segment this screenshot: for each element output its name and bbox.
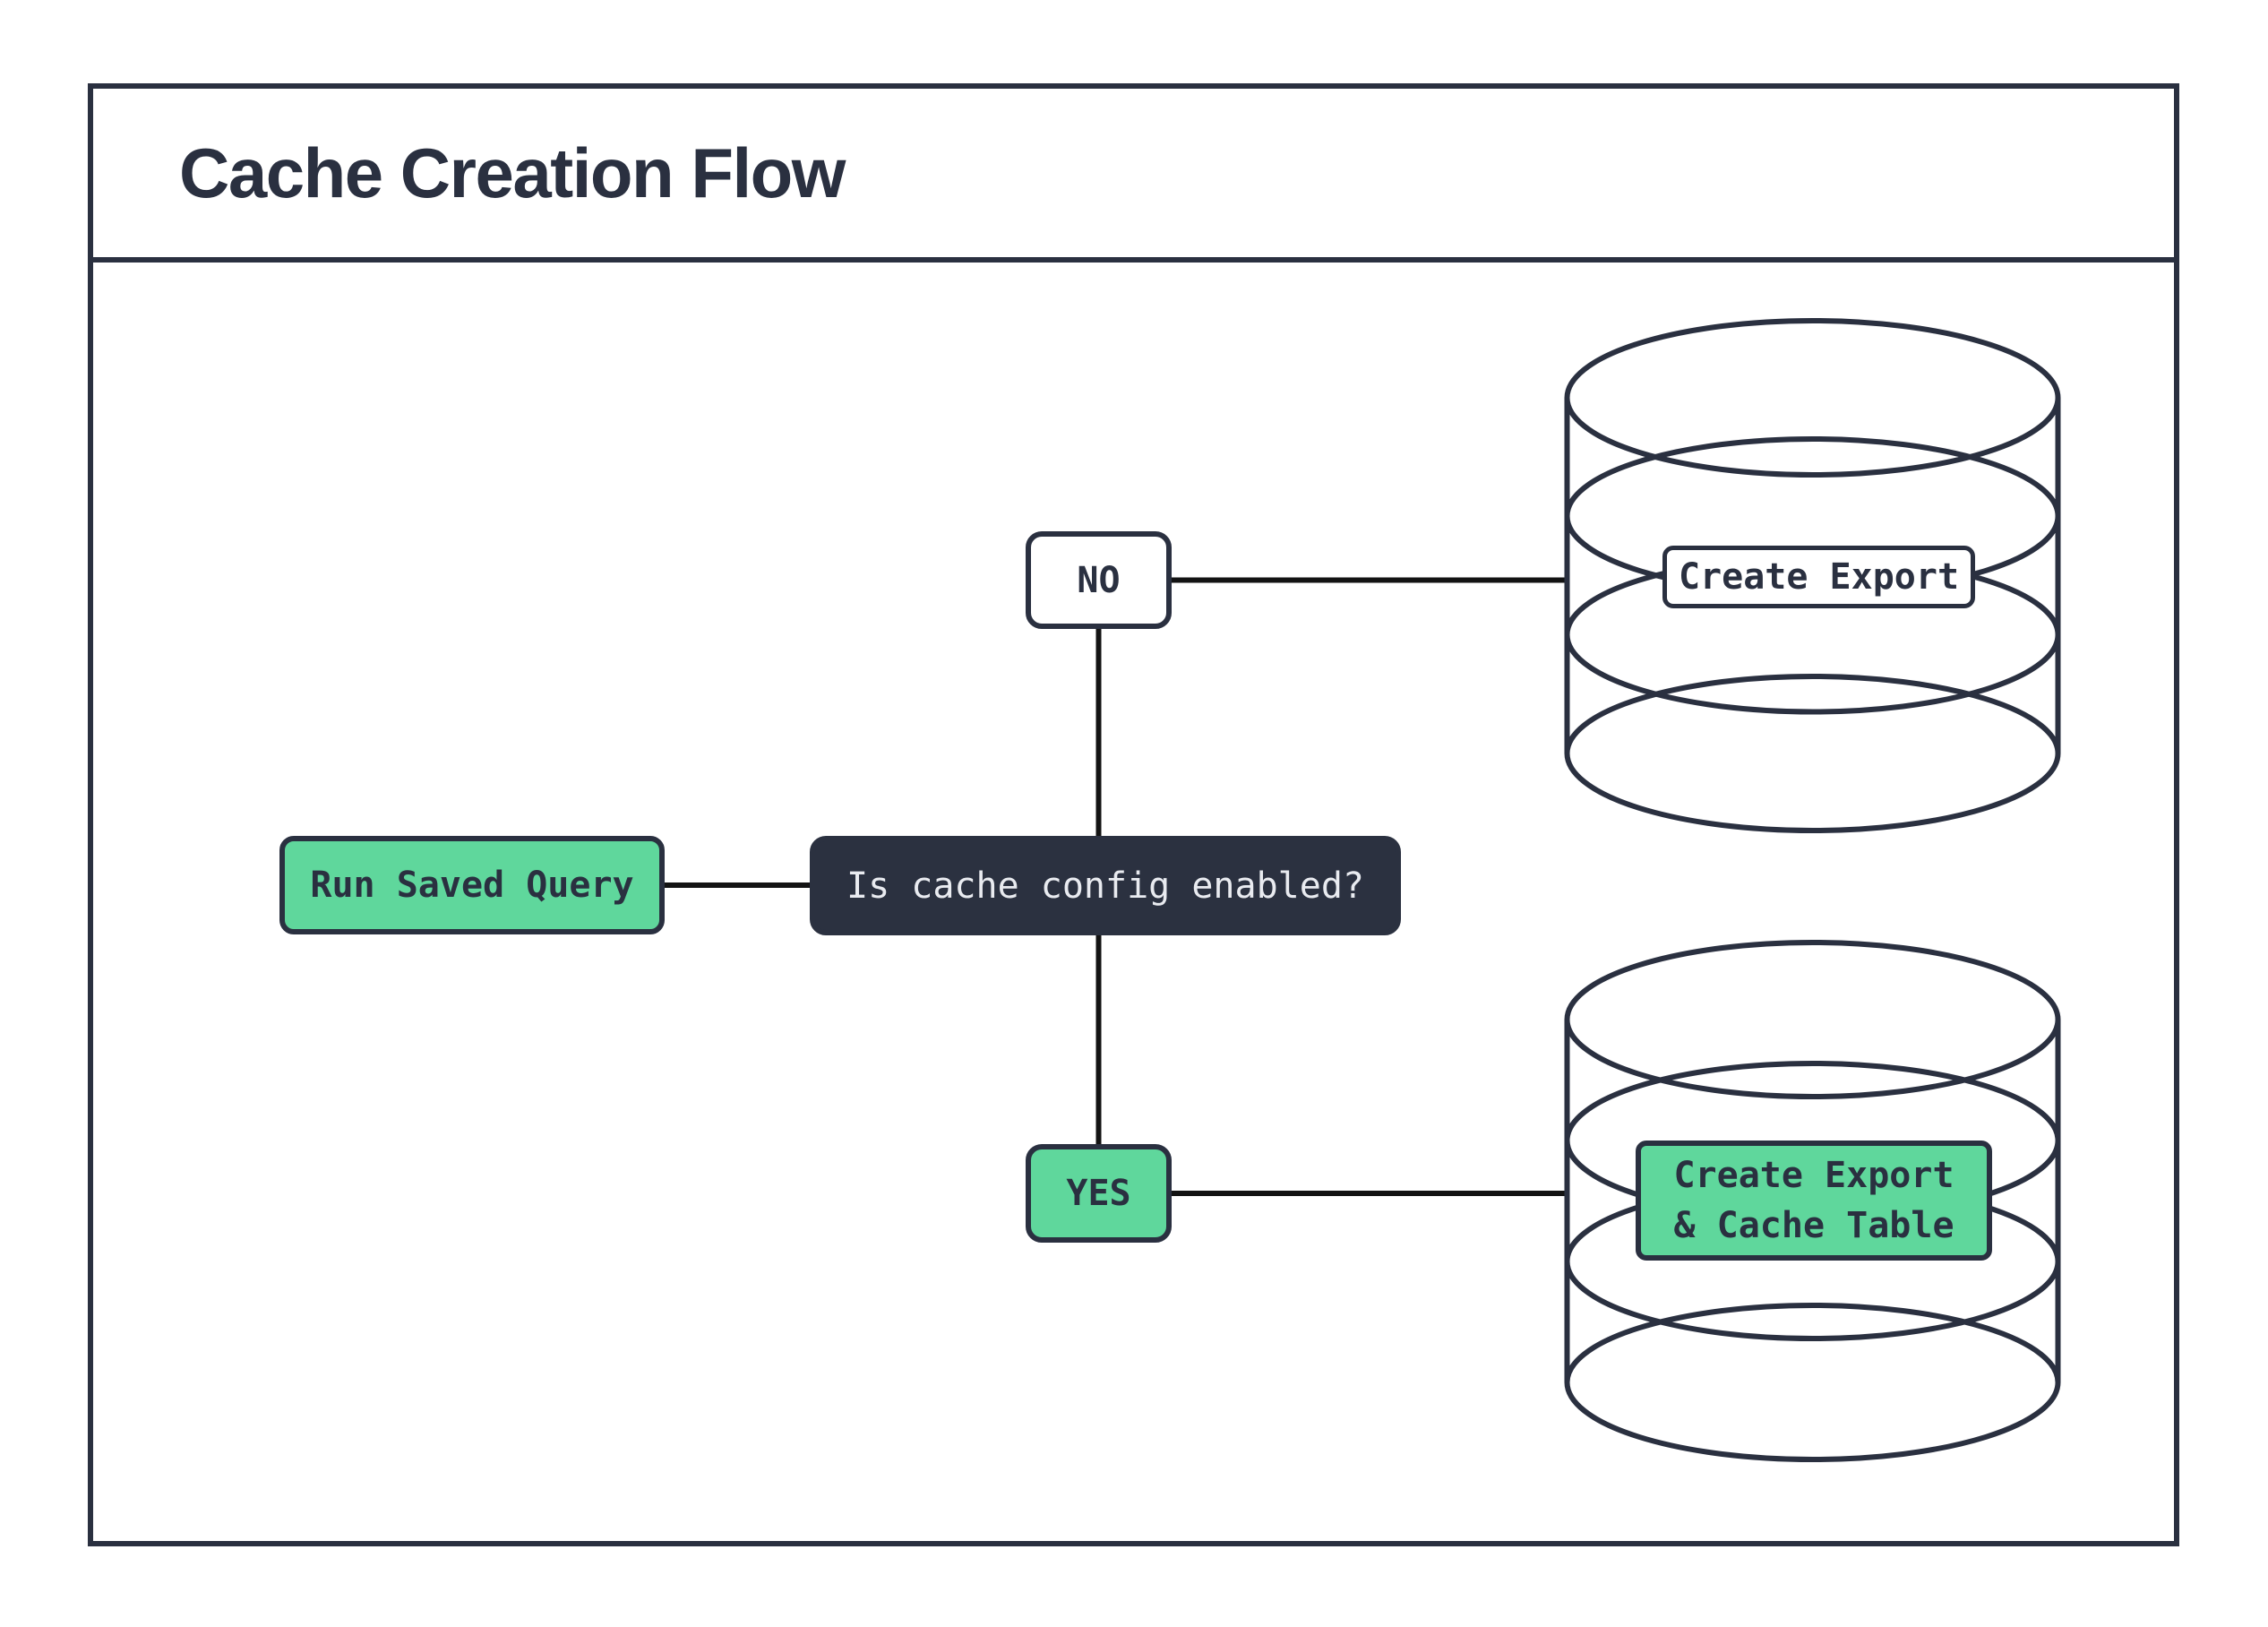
database-cylinder-export <box>1564 318 2061 833</box>
database-label-create-export-cache: Create Export & Cache Table <box>1636 1141 1992 1261</box>
node-run-saved-query: Run Saved Query <box>279 836 665 934</box>
branch-yes-label: YES <box>1066 1173 1131 1214</box>
page-title: Cache Creation Flow <box>179 133 846 212</box>
cylinder-disk <box>1564 1303 2061 1462</box>
header: Cache Creation Flow <box>93 89 2174 263</box>
node-run-saved-query-label: Run Saved Query <box>310 865 634 906</box>
node-decision-cache-config: Is cache config enabled? <box>810 836 1401 935</box>
cylinder-disk <box>1564 940 2061 1099</box>
branch-no: NO <box>1026 531 1172 629</box>
node-decision-label: Is cache config enabled? <box>846 865 1364 907</box>
database-label-line2: & Cache Table <box>1673 1205 1954 1246</box>
cylinder-disk <box>1564 674 2061 833</box>
database-label-create-export: Create Export <box>1662 546 1975 608</box>
diagram-frame: Cache Creation Flow <box>88 83 2179 1546</box>
branch-no-label: NO <box>1077 559 1121 601</box>
database-label-create-export-text: Create Export <box>1678 556 1960 598</box>
branch-yes: YES <box>1026 1144 1172 1243</box>
cylinder-disk <box>1564 318 2061 478</box>
database-label-line1: Create Export <box>1673 1155 1954 1196</box>
